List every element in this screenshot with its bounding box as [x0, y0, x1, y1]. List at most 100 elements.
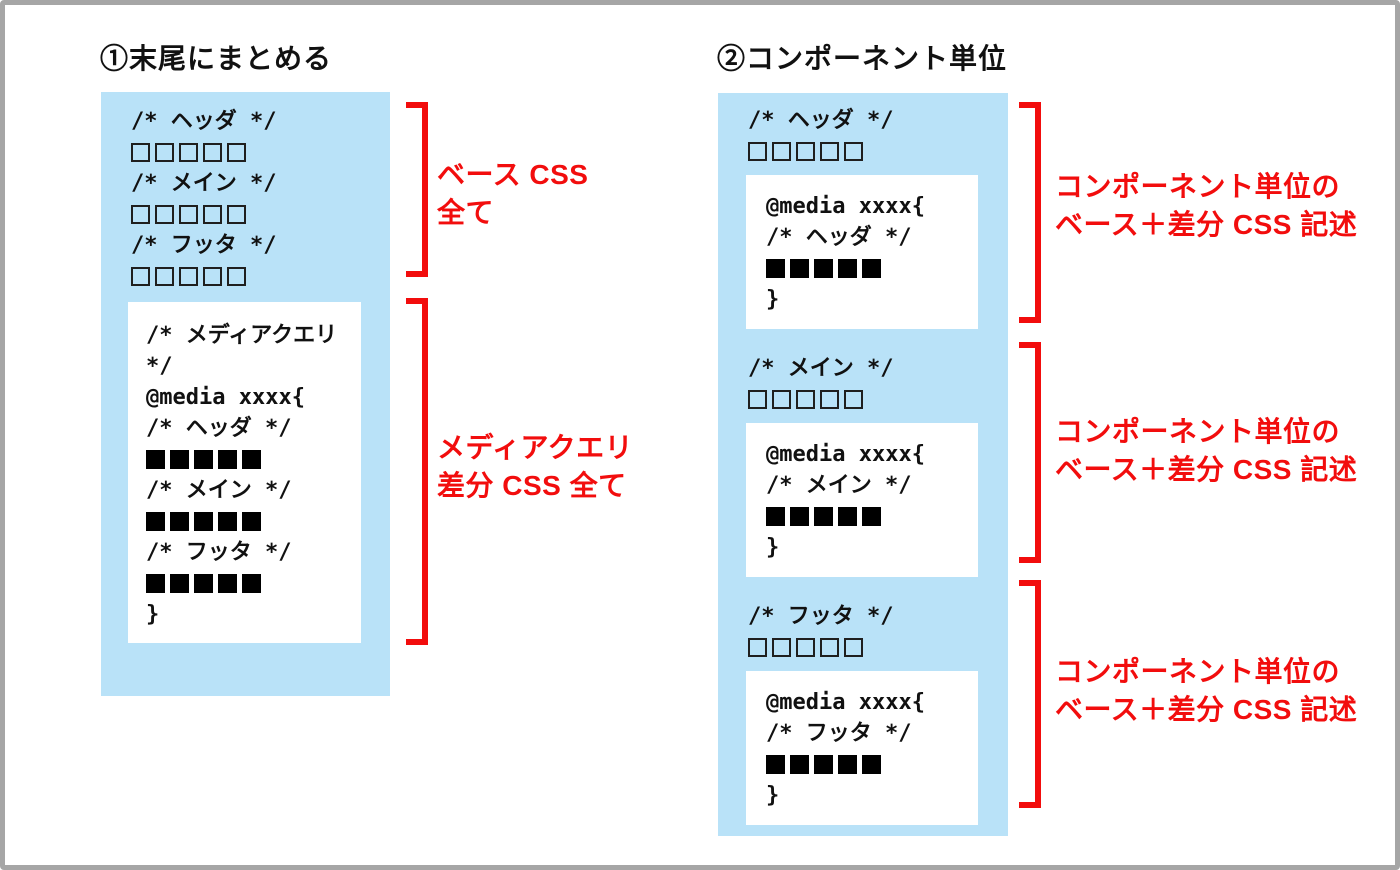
- placeholder-squares-header: [131, 137, 390, 168]
- code-media-rule: @media xxxx{: [766, 690, 925, 715]
- annotation-line: コンポーネント単位の: [1055, 171, 1341, 202]
- placeholder-square: [227, 205, 246, 224]
- placeholder-square: [155, 267, 174, 286]
- media-query-box-header: @media xxxx{ /* ヘッダ */ }: [746, 175, 978, 329]
- placeholder-square: [179, 205, 198, 224]
- filled-square: [838, 755, 857, 774]
- code-media-rule: @media xxxx{: [766, 194, 925, 219]
- annotation-base-css: ベース CSS 全て: [437, 156, 588, 232]
- filled-square: [790, 507, 809, 526]
- filled-square: [170, 574, 189, 593]
- filled-square: [838, 507, 857, 526]
- code-media-rule: @media xxxx{: [766, 442, 925, 467]
- placeholder-squares-main: [131, 199, 390, 230]
- placeholder-square: [748, 142, 767, 161]
- placeholder-square: [227, 143, 246, 162]
- filled-square: [194, 512, 213, 531]
- media-query-box-left: /* メディアクエリ */ @media xxxx{ /* ヘッダ */ /* …: [128, 302, 361, 643]
- annotation-component-footer: コンポーネント単位の ベース＋差分 CSS 記述: [1055, 653, 1357, 729]
- filled-square: [862, 507, 881, 526]
- css-file-box-left: /* ヘッダ */ /* メイン */ /* フッタ */ /* メディアクエリ…: [101, 92, 390, 696]
- annotation-line: ベース＋差分 CSS 記述: [1055, 694, 1358, 725]
- annotation-line: メディアクエリ: [437, 432, 634, 463]
- placeholder-squares-header: [748, 136, 1008, 167]
- code-comment-header: /* ヘッダ */: [131, 109, 277, 134]
- filled-square: [146, 574, 165, 593]
- filled-square: [790, 755, 809, 774]
- filled-squares-header: [766, 253, 978, 284]
- placeholder-square: [772, 390, 791, 409]
- placeholder-square: [203, 205, 222, 224]
- placeholder-square: [796, 142, 815, 161]
- placeholder-square: [131, 267, 150, 286]
- code-comment-footer: /* フッタ */: [146, 540, 292, 565]
- filled-square: [170, 512, 189, 531]
- bracket-component-footer: [1019, 580, 1041, 808]
- code-comment-header: /* ヘッダ */: [748, 108, 894, 133]
- filled-square: [766, 755, 785, 774]
- annotation-line: ベース＋差分 CSS 記述: [1055, 209, 1358, 240]
- right-panel-title: ②コンポーネント単位: [717, 43, 1008, 74]
- annotation-line: 差分 CSS 全て: [437, 470, 627, 501]
- placeholder-square: [820, 390, 839, 409]
- annotation-line: コンポーネント単位の: [1055, 656, 1341, 687]
- placeholder-square: [155, 205, 174, 224]
- placeholder-square: [155, 143, 174, 162]
- placeholder-square: [131, 205, 150, 224]
- code-comment-header: /* ヘッダ */: [766, 225, 912, 250]
- filled-square: [146, 450, 165, 469]
- filled-square: [242, 512, 261, 531]
- placeholder-square: [844, 638, 863, 657]
- code-comment-main: /* メイン */: [748, 356, 894, 381]
- filled-square: [814, 259, 833, 278]
- filled-square: [146, 512, 165, 531]
- annotation-component-header: コンポーネント単位の ベース＋差分 CSS 記述: [1055, 168, 1357, 244]
- placeholder-square: [131, 143, 150, 162]
- placeholder-square: [796, 638, 815, 657]
- bracket-component-main: [1019, 342, 1041, 563]
- code-closing-brace: }: [146, 602, 160, 627]
- annotation-component-main: コンポーネント単位の ベース＋差分 CSS 記述: [1055, 413, 1357, 489]
- placeholder-square: [748, 638, 767, 657]
- bracket-media-query-diff: [406, 298, 428, 645]
- filled-square: [814, 755, 833, 774]
- filled-square: [242, 574, 261, 593]
- code-closing-brace: }: [766, 535, 780, 560]
- css-file-box-right: /* ヘッダ */ @media xxxx{ /* ヘッダ */ } /* メイ…: [718, 93, 1008, 836]
- placeholder-square: [748, 390, 767, 409]
- code-comment-header: /* ヘッダ */: [146, 416, 292, 441]
- filled-square: [218, 574, 237, 593]
- placeholder-square: [179, 267, 198, 286]
- code-closing-brace: }: [766, 287, 780, 312]
- bracket-base-css: [406, 102, 428, 277]
- placeholder-square: [203, 267, 222, 286]
- placeholder-squares-footer: [131, 261, 390, 292]
- filled-squares-header: [146, 444, 361, 475]
- media-query-box-footer: @media xxxx{ /* フッタ */ }: [746, 671, 978, 825]
- code-comment-main: /* メイン */: [766, 473, 912, 498]
- placeholder-square: [844, 390, 863, 409]
- placeholder-square: [820, 638, 839, 657]
- annotation-line: ベース CSS: [437, 159, 589, 190]
- filled-square: [766, 259, 785, 278]
- placeholder-square: [796, 390, 815, 409]
- code-comment-footer: /* フッタ */: [131, 233, 277, 258]
- left-panel-title: ①末尾にまとめる: [100, 43, 333, 74]
- annotation-line: コンポーネント単位の: [1055, 416, 1341, 447]
- filled-square: [862, 259, 881, 278]
- filled-square: [194, 574, 213, 593]
- annotation-line: 全て: [437, 197, 495, 228]
- code-comment-main: /* メイン */: [146, 478, 292, 503]
- placeholder-squares-main: [748, 384, 1008, 415]
- code-comment-footer: /* フッタ */: [766, 721, 912, 746]
- placeholder-square: [772, 142, 791, 161]
- filled-squares-main: [146, 506, 361, 537]
- code-closing-brace: }: [766, 783, 780, 808]
- filled-square: [766, 507, 785, 526]
- filled-square: [838, 259, 857, 278]
- filled-square: [814, 507, 833, 526]
- filled-square: [862, 755, 881, 774]
- filled-square: [194, 450, 213, 469]
- placeholder-square: [179, 143, 198, 162]
- filled-squares-main: [766, 501, 978, 532]
